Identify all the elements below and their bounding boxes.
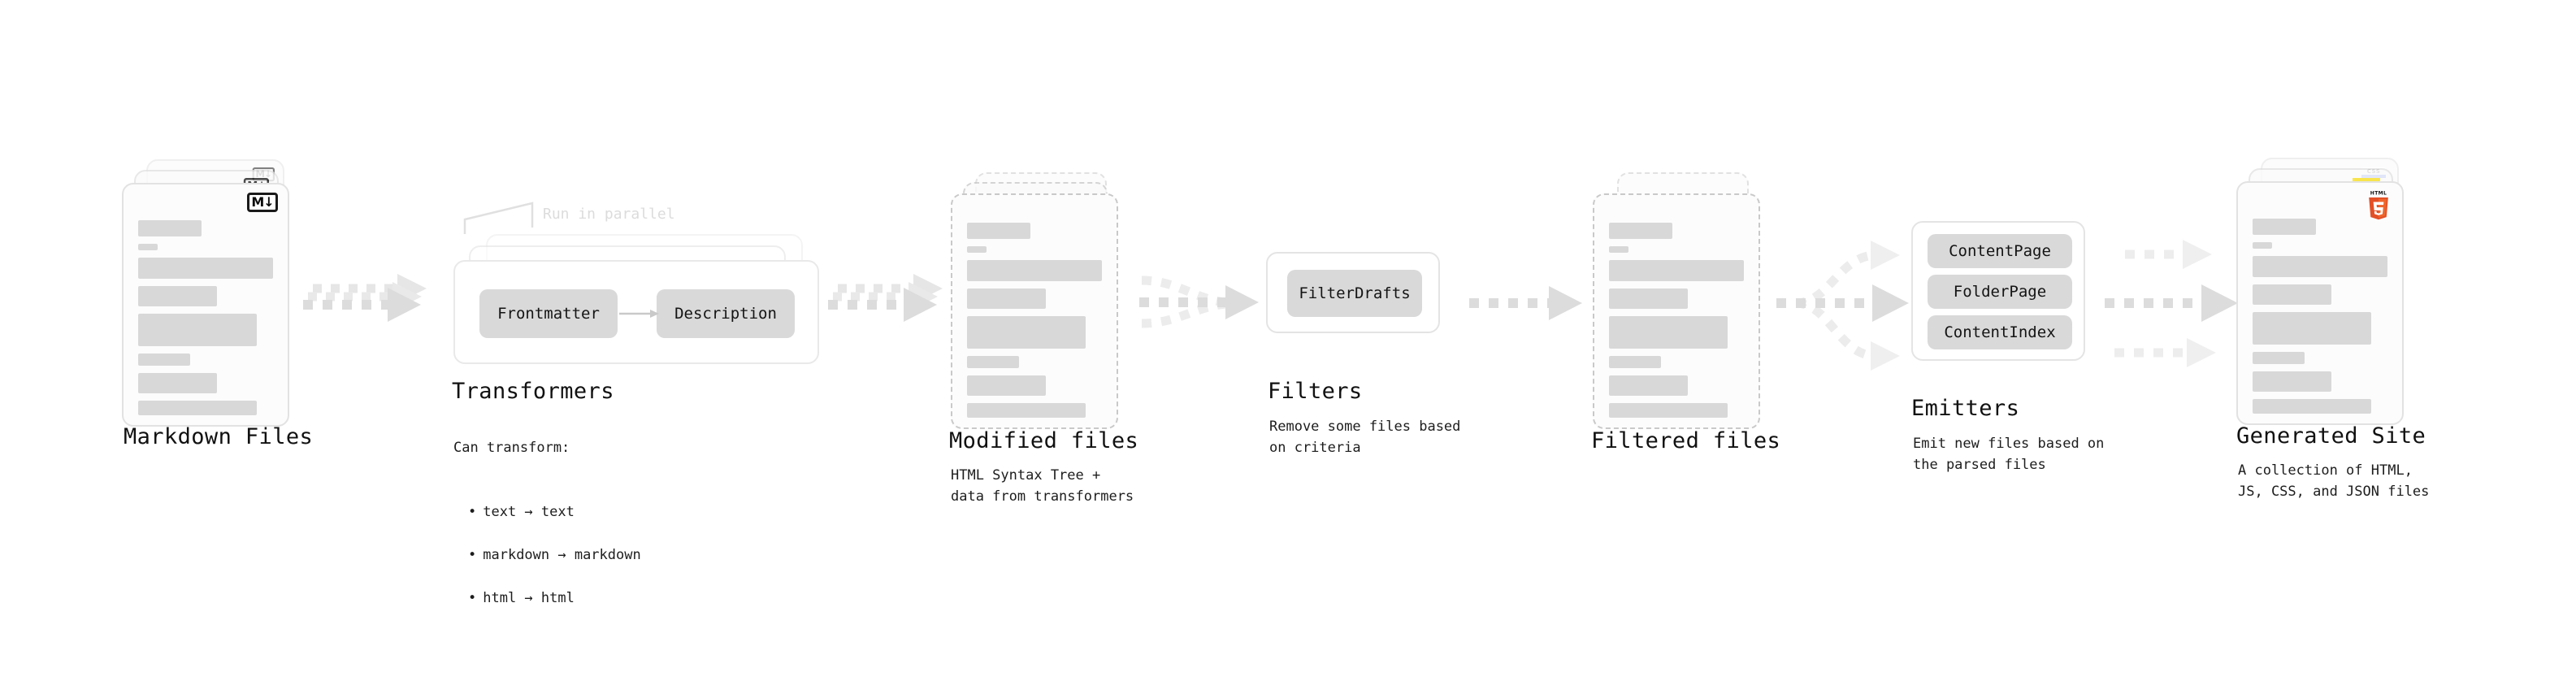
html5-icon: HTML <box>2365 189 2392 222</box>
connector-markdown-to-transformers <box>303 274 427 322</box>
transform-item: text → text <box>468 501 641 523</box>
stage-title-transformers: Transformers <box>452 379 614 404</box>
connector-modified-to-filters <box>1139 275 1259 328</box>
stage-filters: FilterDrafts <box>1266 252 1440 333</box>
stage-modified-files <box>951 172 1130 432</box>
transform-item: markdown → markdown <box>468 544 640 566</box>
stage-title-markdown-files: Markdown Files <box>124 424 314 449</box>
plugin-chip-folderpage[interactable]: FolderPage <box>1928 275 2072 309</box>
stage-markdown-files: M↓ M↓ M↓ <box>122 159 309 427</box>
connector-emitters-to-site <box>2105 240 2238 367</box>
connector-transformers-to-modified <box>828 274 943 322</box>
connector-filters-to-filtered <box>1469 286 1582 320</box>
site-card-html: HTML <box>2236 181 2404 425</box>
plugin-flow-arrow <box>619 310 659 318</box>
modified-card-front <box>951 193 1118 429</box>
stage-caption-filters: Remove some files based on criteria <box>1269 419 1461 457</box>
filtered-card-front <box>1593 193 1760 429</box>
stage-generated-site: CSS HTML <box>2236 158 2423 426</box>
markdown-icon: M↓ <box>247 193 278 212</box>
file-content-bars <box>138 220 273 423</box>
caption-heading: Can transform: <box>453 440 570 457</box>
stage-title-filters: Filters <box>1268 379 1363 404</box>
stage-filtered-files <box>1593 172 1772 432</box>
modified-file-stack <box>951 172 1130 432</box>
stage-caption-transformers: Can transform: text → text markdown → ma… <box>453 416 641 652</box>
stage-title-emitters: Emitters <box>1911 396 2020 421</box>
plugin-chip-contentpage[interactable]: ContentPage <box>1928 234 2072 268</box>
generated-site-stack: CSS HTML <box>2236 158 2423 426</box>
plugin-chip-contentindex[interactable]: ContentIndex <box>1928 315 2072 349</box>
parallel-leader-line <box>463 202 534 234</box>
stage-caption-modified-files: HTML Syntax Tree + data from transformer… <box>951 467 1134 505</box>
transformer-panel: Frontmatter Description <box>453 260 819 364</box>
stage-title-generated-site: Generated Site <box>2236 423 2426 449</box>
plugin-chip-description[interactable]: Description <box>657 289 795 338</box>
plugin-chip-filterdrafts[interactable]: FilterDrafts <box>1287 270 1422 317</box>
file-content-bars <box>1609 223 1744 425</box>
stage-caption-generated-site: A collection of HTML, JS, CSS, and JSON … <box>2238 462 2430 501</box>
stage-title-filtered-files: Filtered files <box>1591 428 1781 453</box>
stage-caption-emitters: Emit new files based on the parsed files <box>1913 436 2105 474</box>
transform-item: html → html <box>468 588 641 609</box>
plugin-chip-frontmatter[interactable]: Frontmatter <box>479 289 618 338</box>
markdown-file-stack: M↓ M↓ M↓ <box>122 159 309 427</box>
connector-filtered-to-emitters <box>1776 241 1909 371</box>
markdown-card-front: M↓ <box>122 183 289 427</box>
transform-list: text → text markdown → markdown html → h… <box>453 480 641 630</box>
filtered-file-stack <box>1593 172 1772 432</box>
file-content-bars <box>967 223 1102 425</box>
stage-emitters: ContentPage FolderPage ContentIndex <box>1911 221 2085 361</box>
filter-panel: FilterDrafts <box>1266 252 1440 333</box>
file-content-bars <box>2253 219 2387 421</box>
svg-text:HTML: HTML <box>2370 190 2387 196</box>
run-in-parallel-note: Run in parallel <box>543 206 675 223</box>
emitter-panel: ContentPage FolderPage ContentIndex <box>1911 221 2085 361</box>
html5-icon-svg: HTML <box>2369 190 2388 220</box>
stage-title-modified-files: Modified files <box>949 428 1139 453</box>
